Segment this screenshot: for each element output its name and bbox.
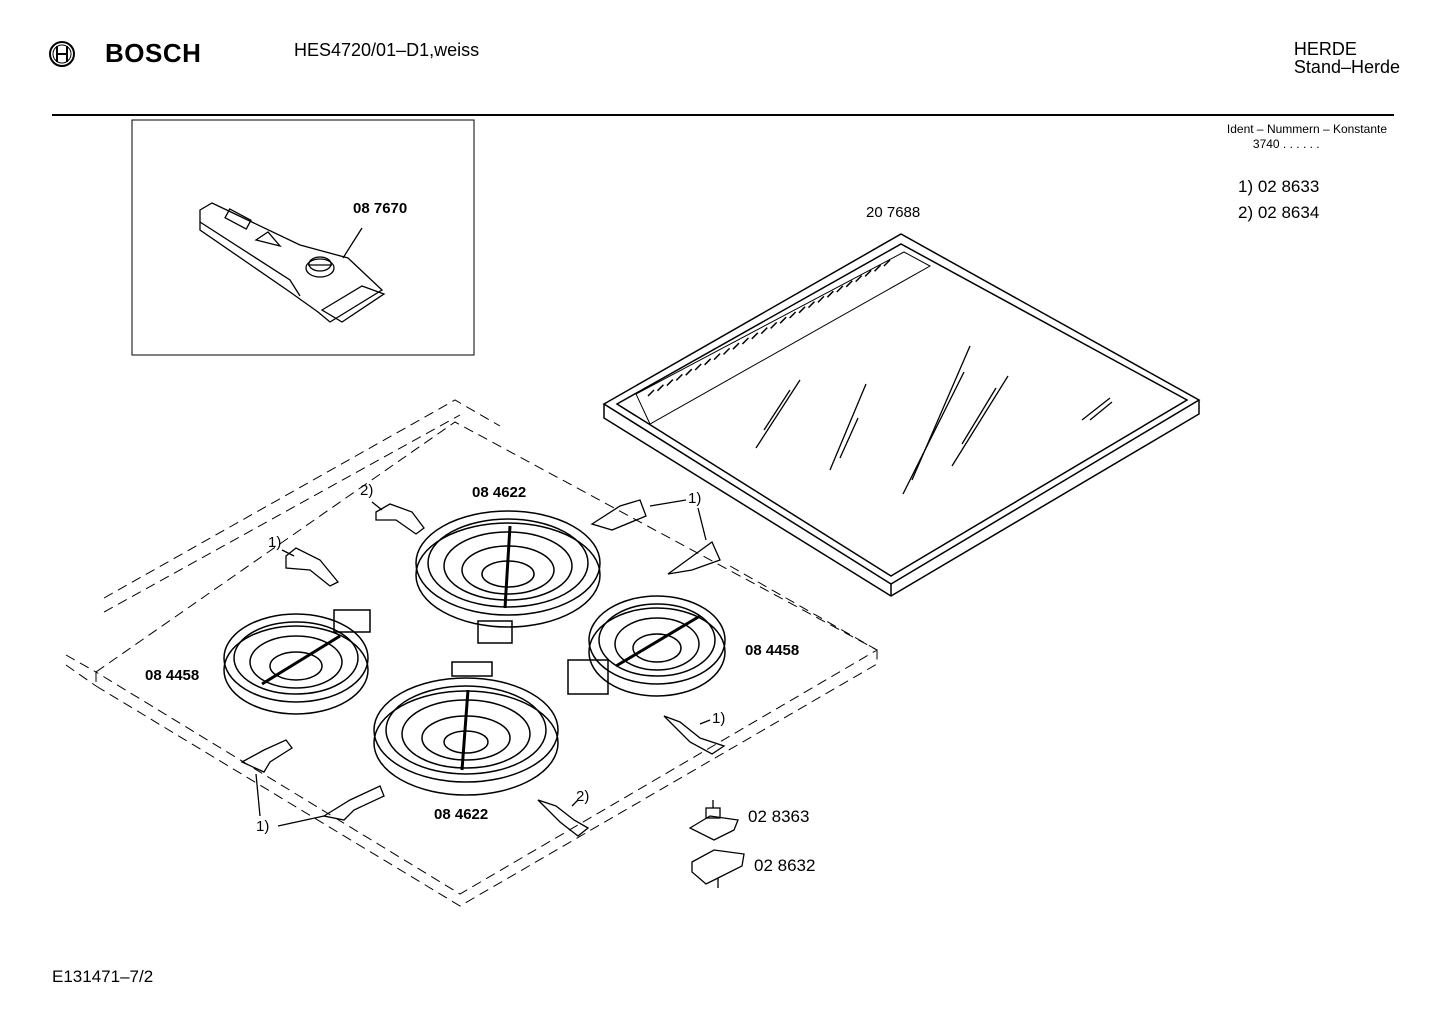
control-tick xyxy=(760,327,768,335)
constant-1: 1) 02 8633 xyxy=(1238,177,1320,196)
control-tick xyxy=(789,311,797,319)
control-tick xyxy=(874,264,882,272)
category: HERDE Stand–Herde xyxy=(1294,40,1400,76)
control-tick xyxy=(647,389,655,397)
control-tick xyxy=(864,269,872,277)
document-id: E131471–7/2 xyxy=(52,967,154,986)
burner-left-small-icon xyxy=(223,609,371,715)
control-tick xyxy=(826,290,834,298)
control-tick xyxy=(855,275,863,283)
control-tick xyxy=(666,379,674,387)
control-tick xyxy=(779,316,787,324)
scraper-inset xyxy=(131,119,475,356)
glass-top-icon xyxy=(602,233,1201,597)
ident-block: Ident – Nummern – Konstante 3740 . . . .… xyxy=(1227,122,1387,152)
control-tick xyxy=(675,373,683,381)
control-tick xyxy=(656,384,664,392)
control-tick xyxy=(817,295,825,303)
control-tick xyxy=(770,321,778,329)
header-rule xyxy=(52,114,1394,116)
brand-name: BOSCH xyxy=(105,38,202,68)
part-02-8632-icon xyxy=(691,849,745,888)
label-glass-top: 20 7688 xyxy=(866,204,921,221)
label-burner-back-left: 08 4622 xyxy=(472,484,527,501)
clip-icon-group xyxy=(240,499,726,837)
burner-back-left-icon xyxy=(415,510,601,644)
callout-top-left: 2) xyxy=(360,482,374,499)
bosch-logo-icon xyxy=(49,41,75,67)
control-tick xyxy=(741,337,749,345)
control-tick xyxy=(722,347,731,355)
callout-front-left: 1) xyxy=(256,818,270,835)
control-tick xyxy=(751,332,759,340)
control-tick xyxy=(732,342,740,350)
constants-list: 1) 02 8633 2) 02 8634 xyxy=(1238,174,1319,226)
callout-top-right: 1) xyxy=(688,490,702,507)
category-line-1: HERDE xyxy=(1293,39,1357,59)
callout-right: 1) xyxy=(712,710,726,727)
model-number: HES4720/01–D1,weiss xyxy=(294,40,480,60)
control-tick xyxy=(713,353,721,361)
label-part-b: 02 8632 xyxy=(754,856,816,875)
control-tick xyxy=(807,301,816,309)
label-scraper: 08 7670 xyxy=(353,200,408,217)
label-part-a: 02 8363 xyxy=(748,807,810,826)
category-line-2: Stand–Herde xyxy=(1293,57,1400,77)
label-burner-left-small: 08 4458 xyxy=(145,667,200,684)
part-02-8363-icon xyxy=(688,800,739,841)
control-tick xyxy=(845,280,853,288)
control-tick xyxy=(798,306,806,314)
ident-label: Ident – Nummern – Konstante xyxy=(1226,122,1387,136)
control-tick xyxy=(883,259,891,267)
constant-2: 2) 02 8634 xyxy=(1238,203,1320,222)
control-tick xyxy=(836,285,844,293)
callout-left: 1) xyxy=(268,534,282,551)
control-tick xyxy=(704,358,712,366)
control-tick xyxy=(685,368,693,376)
control-tick xyxy=(694,363,702,371)
burner-front-left-icon xyxy=(373,661,559,796)
callout-front: 2) xyxy=(576,788,590,805)
cooktop-frame xyxy=(65,399,879,907)
ident-value: 3740 . . . . . . xyxy=(1252,137,1320,151)
label-burner-front-left: 08 4622 xyxy=(434,806,489,823)
scraper-icon xyxy=(199,202,386,323)
label-burner-right-small: 08 4458 xyxy=(745,642,800,659)
burner-right-small-icon xyxy=(567,595,726,697)
